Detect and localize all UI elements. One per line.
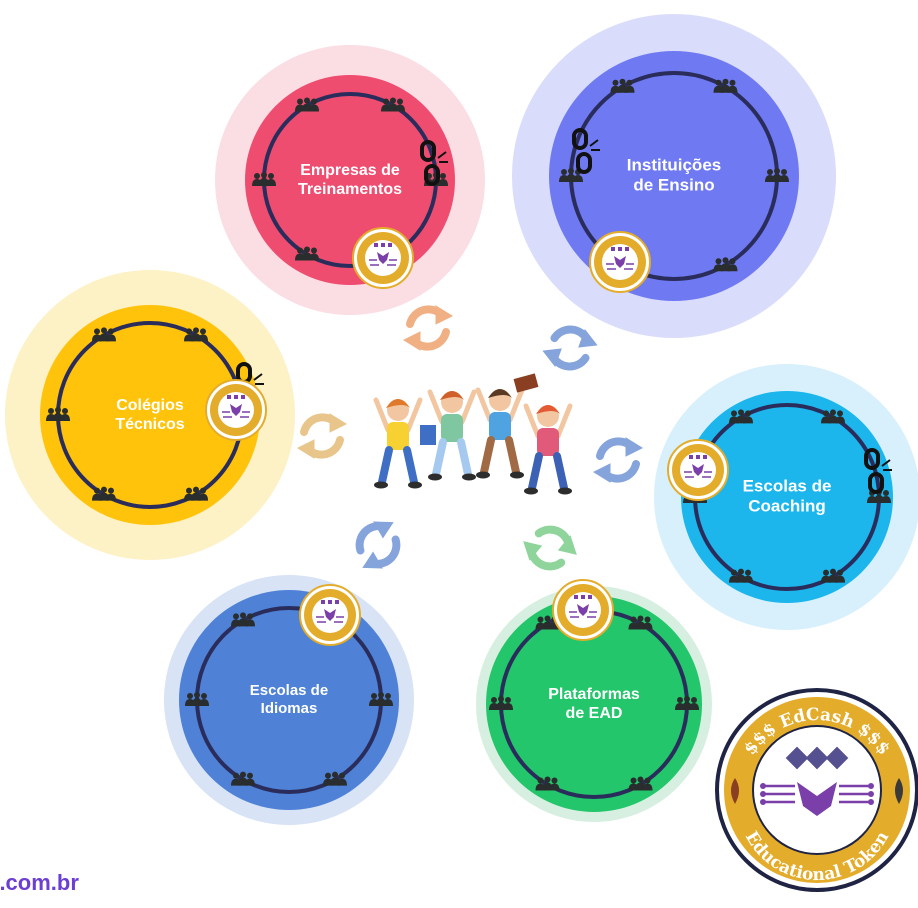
hub-empresas (215, 45, 485, 315)
hub-label-line1: Empresas de (300, 161, 400, 179)
jumping-student-icon (427, 389, 477, 481)
hub-label-ead: Plataformas de EAD (548, 685, 640, 723)
hub-label-line1: Plataformas (548, 685, 640, 703)
hub-disc (40, 305, 260, 525)
book-icon (420, 425, 436, 445)
hub-label-line1: Colégios (116, 396, 184, 414)
hub-label-line1: Escolas de (742, 476, 832, 496)
book-icon (513, 373, 539, 393)
hub-idiomas (164, 575, 414, 825)
hub-label-empresas: Empresas de Treinamentos (298, 161, 402, 199)
broken-chain-icon (420, 140, 448, 186)
hub-label-line1: Instituições (626, 155, 722, 175)
sync-arrows-icon (594, 438, 642, 482)
edcash-mini-badge-icon (205, 379, 267, 441)
edcash-mini-badge-icon (552, 579, 614, 641)
edcash-mini-badge-icon (589, 231, 651, 293)
hub-disc (179, 590, 399, 810)
sync-arrows-icon (346, 514, 410, 576)
edcash-mini-badge-icon (299, 584, 361, 646)
hub-label-line2: Treinamentos (297, 181, 403, 198)
jumping-student-icon (373, 397, 423, 489)
hub-ead (476, 586, 712, 822)
sync-arrows-icon (517, 516, 582, 581)
edcash-badge-logo: $$$ EdCash $$$Educational Token (715, 688, 918, 892)
laurel-left-icon (731, 778, 739, 804)
hub-label-line2: de Ensino (633, 176, 715, 195)
hub-colegios (5, 270, 295, 560)
jumping-student-icon (475, 387, 525, 479)
edcash-mini-badge-icon (352, 227, 414, 289)
sync-arrows-icon (298, 414, 346, 458)
hub-label-line2: Coaching (748, 497, 826, 516)
edcash-mini-badge-icon (667, 439, 729, 501)
sync-arrows-icon (404, 306, 452, 350)
hub-disc (245, 75, 455, 285)
sync-arrows-icon (540, 319, 600, 377)
laurel-right-icon (895, 778, 903, 804)
hub-label-line2: Idiomas (260, 700, 318, 717)
hub-label-line2: de EAD (565, 705, 623, 722)
shield-icon (797, 782, 837, 816)
footer-url: n.com.br (0, 870, 79, 895)
hub-label-line1: Escolas de (249, 682, 329, 699)
broken-chain-icon (572, 128, 600, 174)
hub-disc (486, 596, 702, 812)
hub-label-line2: Técnicos (115, 416, 185, 433)
jumping-student-icon (523, 403, 573, 495)
hub-disc (681, 391, 893, 603)
broken-chain-icon (864, 448, 892, 494)
